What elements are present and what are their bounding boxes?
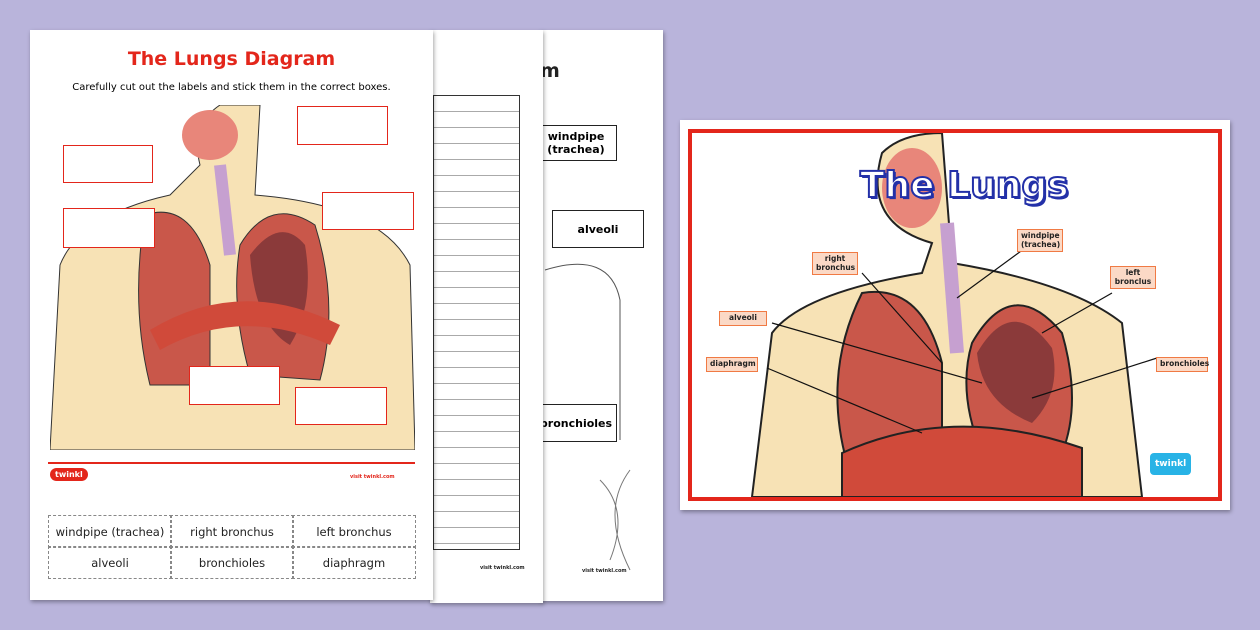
label-left-bronchus: left bronclus — [1110, 266, 1156, 290]
label-alveoli: alveoli — [719, 311, 767, 326]
worksheet-page-2: visit twinkl.com — [430, 30, 543, 603]
label-bronchioles: bronchioles — [535, 404, 617, 442]
footer-link: visit twinkl.com — [350, 474, 395, 480]
answer-box[interactable] — [322, 192, 414, 230]
cut-label: alveoli — [48, 546, 172, 579]
twinkl-logo: twinkl — [50, 468, 88, 481]
label-diaphragm: diaphragm — [706, 357, 758, 372]
cut-label: right bronchus — [170, 515, 294, 548]
cut-label: bronchioles — [170, 546, 294, 579]
page-title-fragment: m — [540, 60, 560, 82]
answer-box[interactable] — [189, 366, 280, 405]
label-bronchioles: bronchioles — [1156, 357, 1209, 372]
outline-body-drawing — [544, 263, 631, 571]
lined-writing-box — [433, 95, 520, 550]
instructions: Carefully cut out the labels and stick t… — [72, 82, 391, 93]
footer-link: visit twinkl.com — [582, 568, 627, 574]
cut-label: left bronchus — [292, 515, 416, 548]
footer-link: visit twinkl.com — [480, 565, 525, 571]
answer-box[interactable] — [63, 208, 155, 248]
twinkl-logo: twinkl — [1150, 453, 1192, 475]
label-right-bronchus: right bronchus — [812, 252, 858, 276]
cut-label: windpipe (trachea) — [48, 515, 172, 548]
answer-box[interactable] — [295, 387, 387, 425]
cut-label: diaphragm — [292, 546, 416, 579]
page-title: The Lungs Diagram — [127, 48, 336, 70]
lungs-illustration — [750, 133, 1158, 497]
poster-frame: The Lungs windpipe (trachea) right bronc… — [688, 129, 1222, 501]
lungs-diagram — [50, 105, 415, 450]
answer-box[interactable] — [297, 106, 388, 145]
worksheet-page-1: The Lungs Diagram Carefully cut out the … — [30, 30, 433, 600]
label-windpipe: windpipe (trachea) — [1017, 229, 1063, 253]
footer-divider — [48, 462, 415, 464]
poster: The Lungs windpipe (trachea) right bronc… — [680, 120, 1230, 510]
label-alveoli: alveoli — [552, 210, 644, 248]
poster-title: The Lungs — [859, 164, 1070, 207]
worksheet-page-3: m windpipe (trachea) alveoli bronchioles… — [535, 30, 663, 601]
label-windpipe: windpipe (trachea) — [535, 125, 617, 161]
answer-box[interactable] — [63, 145, 153, 183]
